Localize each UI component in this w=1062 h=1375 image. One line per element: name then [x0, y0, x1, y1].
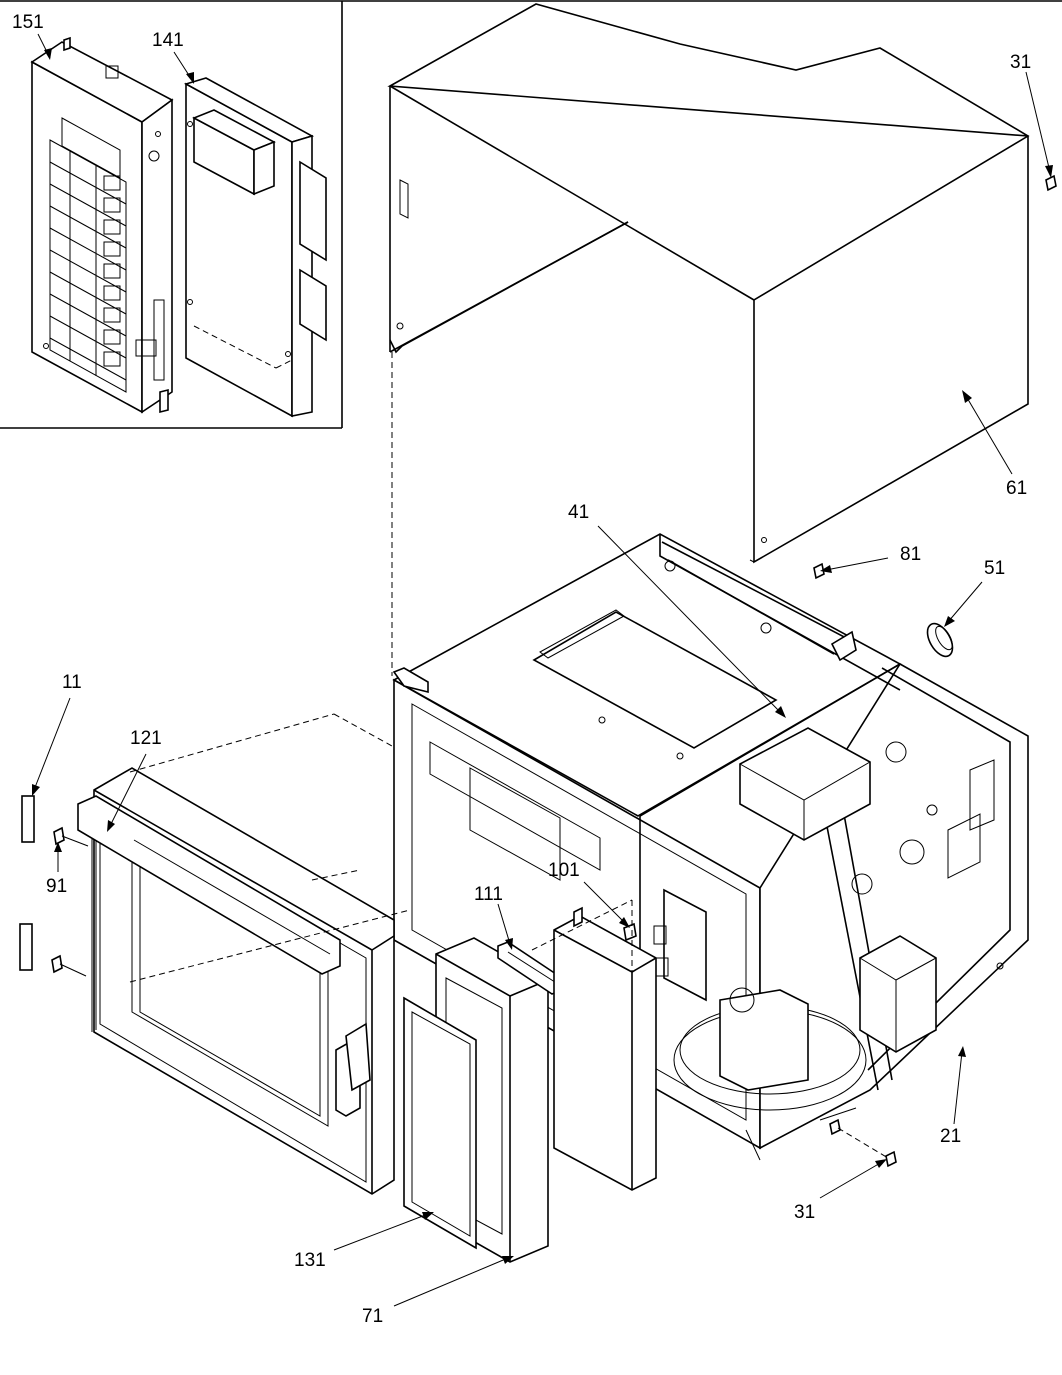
callout-101: 101 [548, 860, 580, 881]
screws [813, 174, 1057, 1168]
callout-91: 91 [46, 876, 67, 897]
outer-cabinet-part [387, 3, 1030, 564]
callout-131: 131 [294, 1250, 326, 1271]
callout-141: 141 [152, 30, 184, 51]
callout-labels: 151 141 31 61 41 81 51 11 121 91 111 101… [12, 12, 1031, 1327]
door-assembly [77, 713, 411, 1195]
control-board-part [183, 77, 327, 418]
callout-81: 81 [900, 544, 921, 565]
callout-71: 71 [362, 1306, 383, 1327]
callout-61: 61 [1006, 478, 1027, 499]
hinge-parts [19, 795, 89, 977]
front-panel-part [403, 937, 549, 1263]
inset-box [0, 1, 343, 429]
callout-151: 151 [12, 12, 44, 33]
control-housing-part [531, 899, 657, 1191]
leader-lines [32, 33, 1053, 1307]
callout-31-top: 31 [1010, 52, 1031, 73]
thermostat-part [926, 622, 954, 658]
callout-31-bottom: 31 [794, 1202, 815, 1223]
callout-111: 111 [474, 884, 503, 905]
callout-41: 41 [568, 502, 589, 523]
callout-21: 21 [940, 1126, 961, 1147]
callout-11: 11 [62, 672, 82, 693]
callout-121: 121 [130, 728, 162, 749]
callout-51: 51 [984, 558, 1005, 579]
control-panel-part [30, 36, 174, 414]
